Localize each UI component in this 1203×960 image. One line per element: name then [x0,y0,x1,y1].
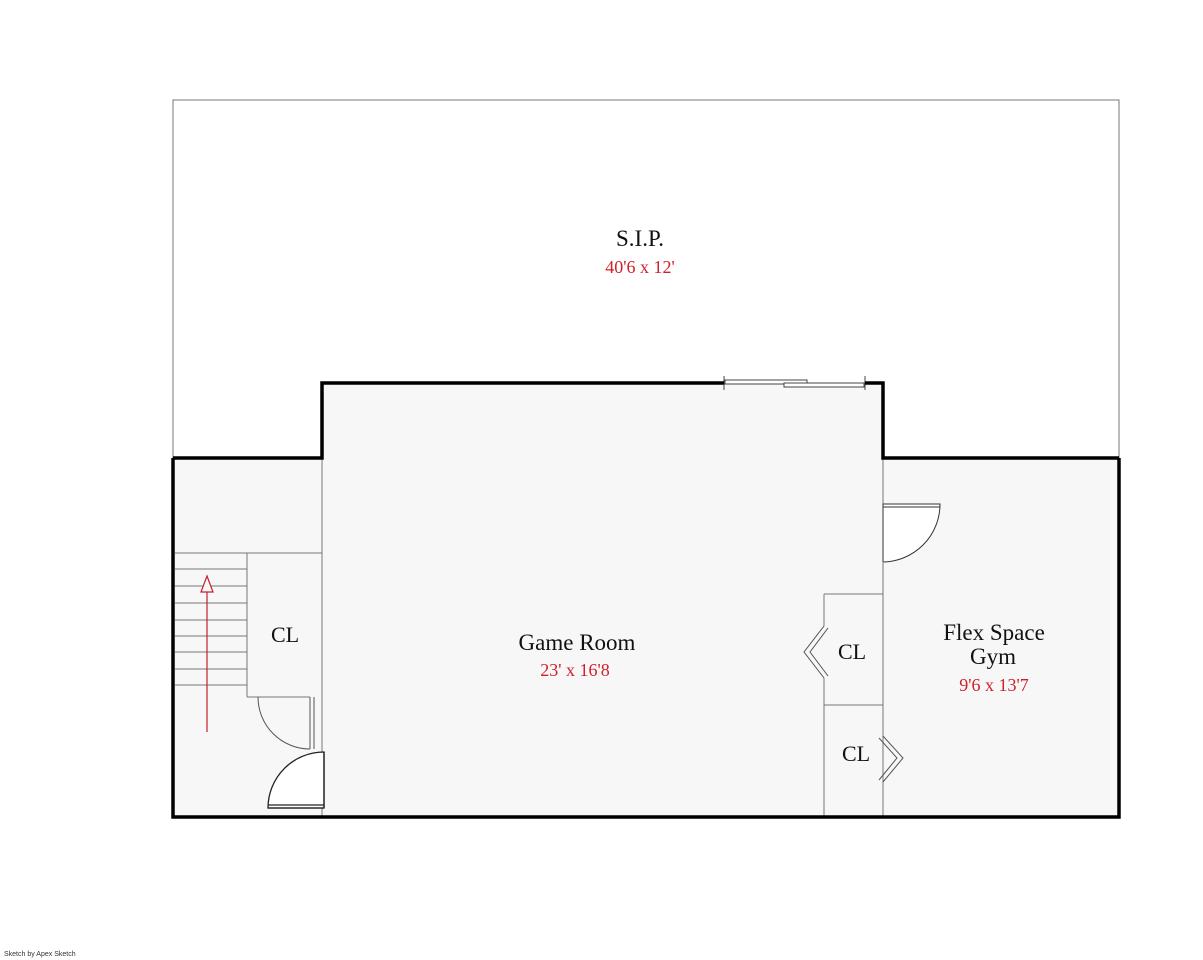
exterior-wall-top-right [865,381,1119,460]
sliding-door [723,376,866,390]
sketch-credit: Sketch by Apex Sketch [4,951,76,958]
sip-label: S.I.P. [616,226,664,251]
closet-mid-label: CL [838,639,866,664]
floor-area [173,383,1119,817]
closet-left-label: CL [271,622,299,647]
low-closet-bifold-door [878,735,904,783]
exterior-wall-top [173,381,724,460]
game-room-label: Game Room [519,630,636,655]
left-closet-door [257,696,315,750]
entry-door [267,751,325,809]
staircase [175,552,247,686]
game-room-dimensions: 23' x 16'8 [540,660,610,680]
flex-space-dimensions: 9'6 x 13'7 [959,675,1029,695]
mid-closet-bifold-door [803,625,829,679]
stair-arrow [200,574,214,732]
closet-low-label: CL [842,741,870,766]
exterior-wall-outer [171,458,1121,819]
flex-space-gym-label: Gym [970,644,1016,669]
sip-outline [172,99,1120,458]
flex-space-label: Flex Space [943,620,1045,645]
sip-dimensions: 40'6 x 12' [605,257,675,277]
flex-space-door [882,503,941,563]
